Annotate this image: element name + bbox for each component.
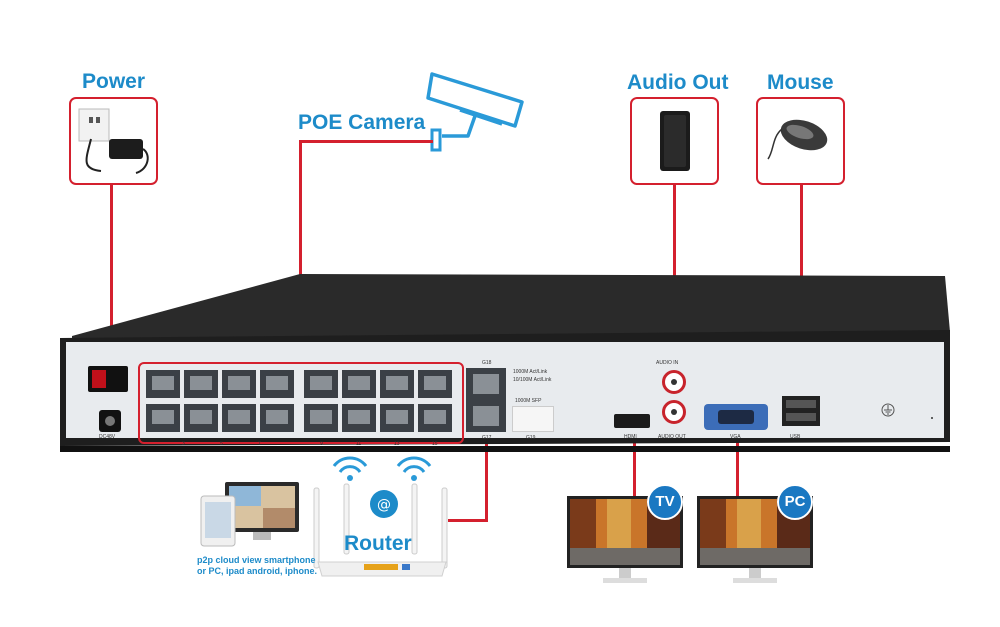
cctv-camera-icon [426, 72, 524, 152]
port-bottom-number: 9 [320, 441, 323, 447]
tv-badge: TV [647, 484, 683, 520]
speaker-icon [660, 111, 690, 171]
power-connection-line [110, 184, 113, 408]
power-label: Power [82, 70, 146, 93]
port-bottom-number: 5 [220, 441, 223, 447]
audio-out-label: Audio Out [627, 71, 729, 94]
g19-label: G19 [526, 435, 536, 441]
port-bottom-number: 3 [182, 441, 185, 447]
hdmi-port [614, 414, 650, 428]
wifi-icon [332, 456, 368, 481]
audio-in-jack [662, 370, 686, 394]
audio-in-label: AUDIO IN [656, 360, 679, 366]
vga-label: VGA [730, 434, 741, 440]
mobile-app-preview [200, 482, 299, 547]
router-icon: @ [313, 483, 448, 577]
sfp-port [512, 406, 554, 432]
led-label-2: 10/100M Act/Link [513, 377, 552, 383]
port-bottom-number: 15 [432, 441, 438, 447]
dc-label: DC48V [99, 434, 116, 440]
tv-connection-line [633, 436, 636, 498]
app-caption-line1: p2p cloud view smartphone [197, 555, 316, 565]
poe-ports-highlight [138, 362, 464, 444]
uplink-ports [466, 368, 506, 432]
pc-connection-line [736, 418, 739, 498]
svg-text:@: @ [377, 497, 391, 513]
poe-camera-label: POE Camera [298, 111, 426, 134]
wifi-icon [396, 456, 432, 481]
power-adapter-icon [78, 108, 149, 174]
router-label: Router [344, 532, 412, 555]
audio-out-jack [662, 400, 686, 424]
mouse-label: Mouse [767, 71, 834, 94]
mouse-box [756, 97, 845, 185]
led-label-1: 1000M Act/Link [513, 369, 548, 375]
vga-port [704, 404, 768, 430]
poe-ports-grid [146, 370, 452, 432]
sfp-label: 1000M SFP [515, 398, 542, 404]
port-bottom-number: 11 [356, 441, 362, 447]
g18-label: G18 [482, 360, 492, 366]
ground-icon [881, 403, 895, 417]
hdmi-label: HDMI [624, 434, 637, 440]
usb-ports [782, 396, 820, 426]
audio-out-port-label: AUDIO OUT [658, 434, 686, 440]
camera-connection-line [299, 140, 302, 362]
camera-connection-line-top [299, 140, 433, 143]
dc-jack [99, 410, 121, 432]
port-bottom-number: 7 [258, 441, 261, 447]
router-connection-line-h [448, 519, 488, 522]
port-bottom-number: 13 [394, 441, 400, 447]
power-switch[interactable] [88, 366, 128, 392]
mouse-icon [767, 119, 828, 160]
power-box [69, 97, 158, 185]
speaker-box [630, 97, 719, 185]
g17-label: G17 [482, 435, 492, 441]
pc-badge: PC [777, 484, 813, 520]
router-connection-line [485, 396, 488, 522]
app-caption-line2: or PC, ipad android, iphone. [197, 566, 318, 576]
usb-label: USB [790, 434, 801, 440]
